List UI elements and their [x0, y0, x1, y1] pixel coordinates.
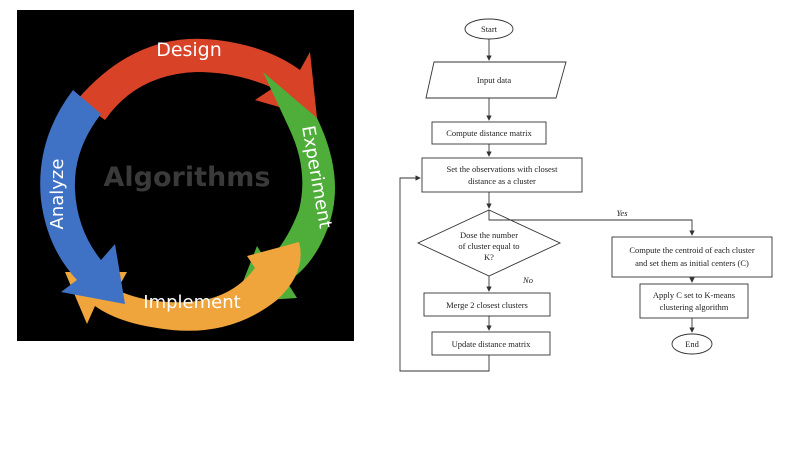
set-observations-node: [421, 157, 583, 193]
implement-label: Implement: [143, 292, 240, 313]
analyze-arc: [40, 90, 125, 304]
start-text: Start: [481, 24, 498, 34]
merge-node: [423, 292, 551, 317]
apply-line-2: clustering algorithm: [660, 302, 729, 312]
input-node: [425, 61, 567, 99]
no-label: No: [522, 275, 533, 285]
algorithms-cycle-diagram: Design Experiment Implement Analyze Algo…: [17, 10, 354, 341]
apply-line-1: Apply C set to K-means: [653, 290, 735, 300]
decision-line-2: of cluster equal to: [458, 241, 519, 251]
analyze-label: Analyze: [47, 159, 68, 230]
decision-line-1: Dose the number: [460, 230, 518, 240]
end-text: End: [685, 339, 699, 349]
experiment-arc: [235, 72, 335, 302]
input-text: Input data: [477, 75, 511, 85]
end-node: [671, 333, 713, 355]
update-node: [431, 331, 551, 356]
update-text: Update distance matrix: [452, 339, 532, 349]
centroid-line-2: and set them as initial centers (C): [635, 258, 749, 268]
yes-label: Yes: [616, 208, 628, 218]
merge-text: Merge 2 closest clusters: [446, 300, 528, 310]
flowchart-svg: Start Input data Compute distance matrix…: [399, 18, 773, 372]
decision-line-3: K?: [484, 252, 494, 262]
edge-loop-back: [399, 175, 490, 372]
set-obs-line-1: Set the observations with closest: [447, 164, 559, 174]
centroid-node: [611, 236, 773, 278]
edge-decision-yes: [488, 210, 695, 236]
implement-arc: [65, 242, 301, 331]
cycle-svg: Design Experiment Implement Analyze Algo…: [40, 38, 336, 331]
clustering-flowchart: Start Input data Compute distance matrix…: [396, 10, 800, 380]
apply-node: [639, 283, 749, 319]
set-obs-line-2: distance as a cluster: [468, 176, 536, 186]
compute-matrix-text: Compute distance matrix: [446, 128, 532, 138]
design-arc: [77, 38, 317, 120]
center-label: Algorithms: [104, 162, 271, 193]
design-label: Design: [156, 39, 222, 61]
centroid-line-1: Compute the centroid of each cluster: [629, 245, 754, 255]
